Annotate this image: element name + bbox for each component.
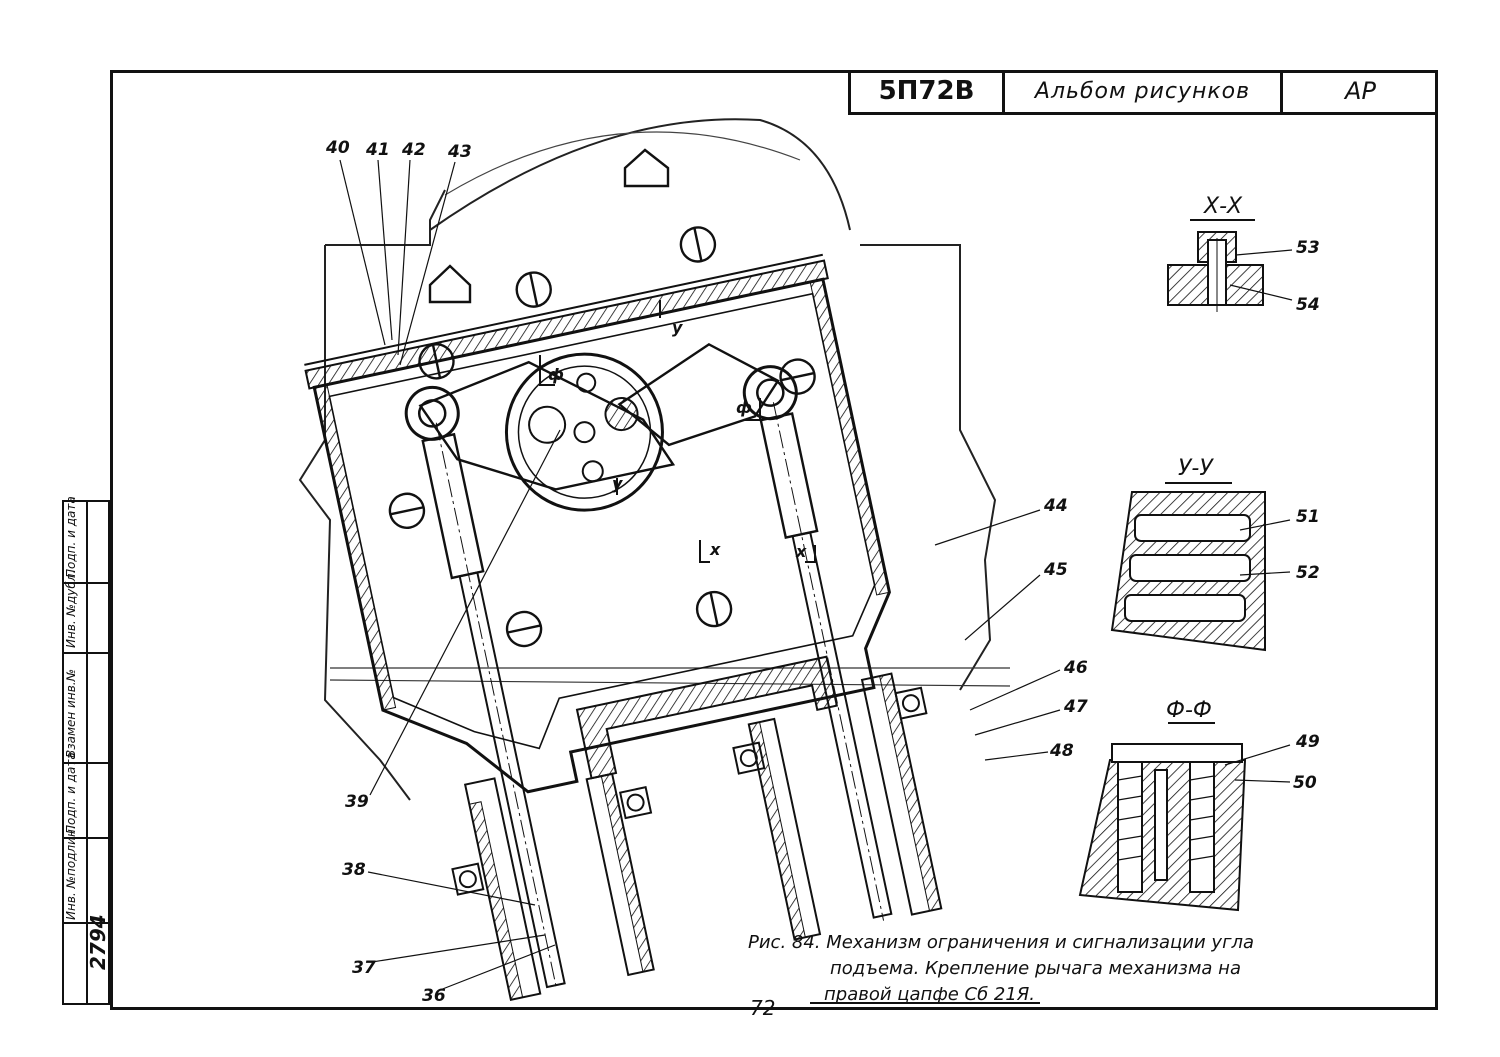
- section-title-xx: Х-Х: [1204, 194, 1243, 219]
- side-strip: [62, 500, 112, 1005]
- section-mark-y-bottom: у: [612, 474, 623, 493]
- callout-38: 38: [342, 860, 366, 880]
- section-mark-y-top: у: [672, 318, 683, 337]
- caption-line-2: подъема. Крепление рычага механизма на: [830, 958, 1241, 979]
- callout-51: 51: [1296, 507, 1320, 527]
- callout-52: 52: [1296, 563, 1320, 583]
- figure-caption: Рис. 84. Механизм ограничения и сигнализ…: [748, 930, 1268, 1008]
- drawing-frame: [110, 70, 1438, 1010]
- drawing-code: 5П72В: [848, 70, 1002, 112]
- callout-40: 40: [326, 138, 350, 158]
- callout-46: 46: [1064, 658, 1088, 678]
- section-mark-f-left: ф: [548, 365, 564, 384]
- section-yy-view: [1110, 482, 1291, 652]
- title-block: 5П72В Альбом рисунков АР: [848, 70, 1438, 115]
- caption-line-3: правой цапфе Сб 21Я.: [824, 984, 1036, 1005]
- callout-45: 45: [1044, 560, 1068, 580]
- callout-41: 41: [366, 140, 390, 160]
- section-mark-x-left: х: [710, 540, 721, 559]
- callout-43: 43: [448, 142, 472, 162]
- album-title: Альбом рисунков: [1002, 70, 1280, 112]
- callout-53: 53: [1296, 238, 1320, 258]
- callout-49: 49: [1296, 732, 1320, 752]
- album-designation: АР: [1280, 70, 1438, 112]
- section-ff-view: [1078, 722, 1291, 912]
- section-title-yy: У-У: [1178, 456, 1213, 481]
- callout-50: 50: [1293, 773, 1317, 793]
- callout-36: 36: [422, 986, 446, 1006]
- section-title-ff: Ф-Ф: [1166, 698, 1212, 723]
- section-mark-x-right: х: [796, 542, 807, 561]
- page-number: 72: [750, 996, 776, 1020]
- section-xx-view: [1167, 219, 1293, 312]
- caption-line-1: Рис. 84. Механизм ограничения и сигнализ…: [748, 932, 1255, 953]
- callout-37: 37: [352, 958, 376, 978]
- callout-48: 48: [1050, 741, 1074, 761]
- callout-39: 39: [345, 792, 369, 812]
- callout-42: 42: [402, 140, 426, 160]
- callout-44: 44: [1044, 496, 1068, 516]
- callout-47: 47: [1064, 697, 1088, 717]
- section-mark-f-right: ф: [736, 398, 752, 417]
- callout-54: 54: [1296, 295, 1320, 315]
